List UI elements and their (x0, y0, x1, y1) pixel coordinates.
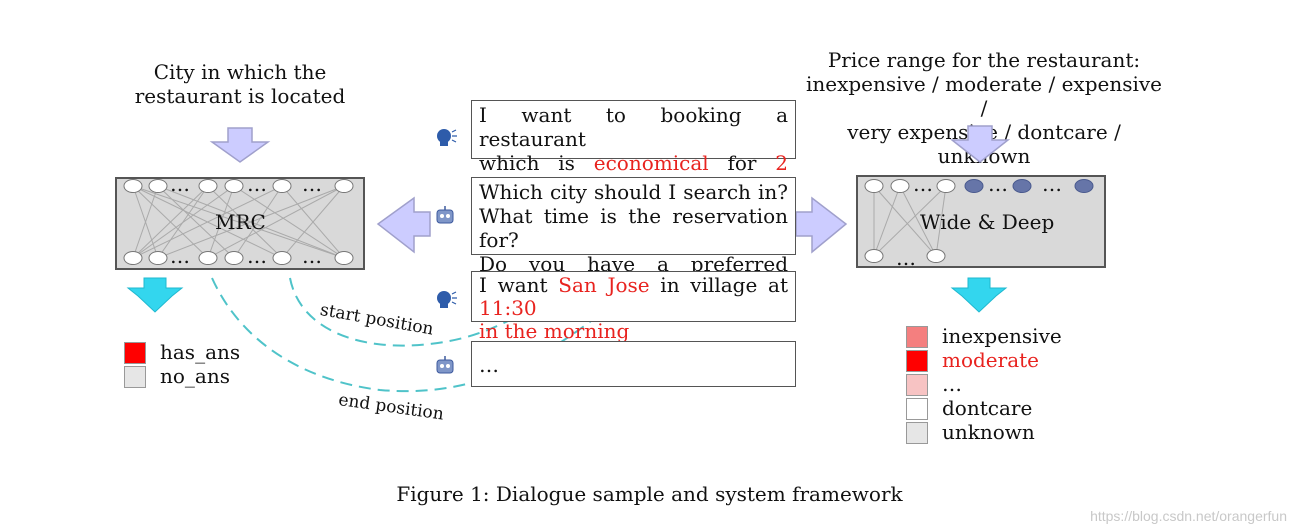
left-down-arrow (209, 127, 271, 163)
user-utterance-1: I want to booking a restaurant which is … (471, 100, 796, 199)
user1-highlight-economical: economical (593, 151, 709, 175)
right-title-line-2: inexpensive / moderate / expensive / (805, 72, 1163, 120)
user2-highlight-city: San Jose (558, 273, 650, 297)
moderate-label: moderate (942, 348, 1040, 372)
mrc-label: MRC (215, 210, 266, 234)
ellipsis-swatch (906, 374, 928, 396)
watermark: https://blog.csdn.net/orangerfun (1090, 508, 1287, 524)
bot-icon-2 (436, 356, 454, 374)
user-icon-2 (437, 291, 457, 308)
user-icon-1 (437, 129, 457, 146)
right-pointing-arrow (795, 196, 848, 254)
bot1-line-2: What time is the reservation for? (479, 204, 788, 252)
left-title: City in which the restaurant is located (130, 60, 350, 108)
user-utterance-2: I want San Jose in village at 11:30 in t… (471, 271, 796, 343)
right-title-line-1: Price range for the restaurant: (827, 48, 1141, 72)
user1-text-a: which is (479, 151, 594, 175)
figure-caption: Figure 1: Dialogue sample and system fra… (396, 482, 903, 506)
wd-bottom-ellipsis: … (896, 246, 916, 270)
user1-line-1: I want to booking a restaurant (479, 103, 788, 151)
wide-deep-label: Wide & Deep (920, 210, 1055, 234)
has-ans-label: has_ans (160, 340, 241, 364)
bot-utterance-2: … (471, 341, 796, 387)
bot1-line-1: Which city should I search in? (479, 180, 788, 204)
user2-highlight-time: 11:30 (479, 296, 537, 320)
dontcare-swatch (906, 398, 928, 420)
inexpensive-label: inexpensive (942, 324, 1062, 348)
user1-line-1-text: I want to booking a restaurant (479, 103, 788, 151)
left-title-line-1: City in which the (153, 60, 327, 84)
mrc-bottom-ellipsis-3: … (302, 244, 322, 268)
left-pointing-arrow (376, 196, 431, 254)
left-title-line-2: restaurant is located (134, 84, 346, 108)
mrc-bottom-ellipsis-2: … (247, 244, 267, 268)
user2-line-1: I want San Jose in village at 11:30 (479, 274, 788, 320)
bot-icon-1 (436, 206, 454, 224)
inexpensive-swatch (906, 326, 928, 348)
wd-top-ellipsis-1: … (913, 172, 933, 196)
right-cyan-arrow (950, 277, 1008, 313)
bot-utterance-1: Which city should I search in? What time… (471, 177, 796, 300)
no-ans-label: no_ans (160, 364, 230, 388)
mrc-top-ellipsis-1: … (170, 172, 190, 196)
dontcare-label: dontcare (942, 396, 1033, 420)
user2-line-2: in the morning (479, 320, 788, 343)
mrc-bottom-ellipsis-1: … (170, 244, 190, 268)
user2-highlight-morning: in the morning (479, 319, 630, 343)
mrc-top-ellipsis-3: … (302, 172, 322, 196)
user1-highlight-count: 2 (775, 151, 789, 175)
wd-top-ellipsis-2: … (988, 172, 1008, 196)
mrc-top-ellipsis-2: … (247, 172, 267, 196)
wd-top-ellipsis-3: … (1042, 172, 1062, 196)
moderate-swatch (906, 350, 928, 372)
unknown-label: unknown (942, 420, 1035, 444)
left-cyan-arrow (126, 277, 184, 313)
bot2-ellipsis: … (479, 353, 499, 377)
user2-text-b: in village at (649, 273, 788, 297)
has-ans-swatch (124, 342, 146, 364)
user2-text-a: I want (479, 273, 559, 297)
start-position-curve (289, 277, 541, 347)
unknown-swatch (906, 422, 928, 444)
no-ans-swatch (124, 366, 146, 388)
user1-text-b: for (708, 151, 776, 175)
right-down-arrow (949, 125, 1011, 163)
ellipsis-label: … (942, 372, 962, 396)
